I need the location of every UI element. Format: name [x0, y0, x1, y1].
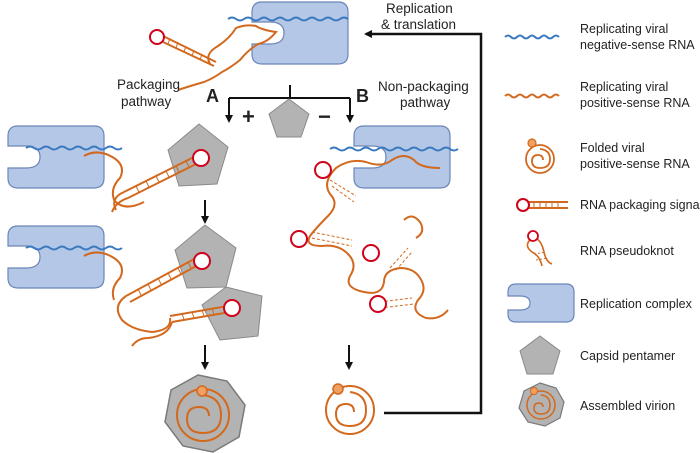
- minus-sign: −: [318, 104, 331, 129]
- legend-3-line2: positive-sense RNA: [580, 157, 690, 171]
- non-packaging-label-line1: Non-packaging: [378, 79, 469, 94]
- legend: Replicating viral negative-sense RNA Rep…: [504, 22, 700, 427]
- replication-complex-icon: [507, 283, 575, 323]
- positive-rna-icon: [504, 93, 560, 99]
- assembled-virion: [164, 374, 246, 453]
- assembled-virion-icon: [518, 382, 565, 427]
- folded-rna-product: [325, 383, 375, 435]
- non-packaging-stage: [290, 125, 459, 320]
- top-positive-rna: [177, 24, 278, 91]
- return-arrow: [364, 30, 483, 415]
- packaging-stage-1: [7, 123, 229, 213]
- legend-5-line1: RNA pseudoknot: [580, 244, 674, 258]
- top-replication-complex: [149, 1, 349, 91]
- replication-label-line2: & translation: [381, 17, 456, 32]
- folded-rna-icon: [525, 138, 555, 174]
- top-negative-rna: [227, 16, 349, 22]
- plus-sign: +: [242, 104, 255, 129]
- packaging-signal-icon: [516, 198, 568, 212]
- legend-4-line1: RNA packaging signal: [580, 198, 700, 212]
- legend-8-line1: Assembled virion: [580, 399, 675, 413]
- replication-label-line1: Replication: [386, 1, 453, 16]
- capsid-pentamer-icon: [519, 335, 561, 375]
- legend-3-line1: Folded viral: [580, 141, 645, 155]
- packaging-label-line2: pathway: [121, 94, 172, 109]
- legend-6-line1: Replication complex: [580, 297, 693, 311]
- legend-2-line1: Replicating viral: [580, 80, 668, 94]
- capsid-pentamer-small: [268, 98, 310, 138]
- packaging-label-line1: Packaging: [117, 77, 180, 92]
- non-packaging-label-line2: pathway: [400, 95, 451, 110]
- legend-7-line1: Capsid pentamer: [580, 349, 675, 363]
- pseudoknot-icon: [526, 230, 553, 267]
- legend-1-line2: negative-sense RNA: [580, 38, 695, 52]
- path-a-label: A: [206, 86, 219, 106]
- legend-2-line2: positive-sense RNA: [580, 96, 690, 110]
- packaging-stage-2: [7, 224, 263, 347]
- top-packaging-signal: [162, 35, 217, 67]
- path-b-label: B: [356, 86, 369, 106]
- branch-split: [225, 85, 354, 138]
- negative-rna-icon: [504, 34, 560, 40]
- legend-1-line1: Replicating viral: [580, 22, 668, 36]
